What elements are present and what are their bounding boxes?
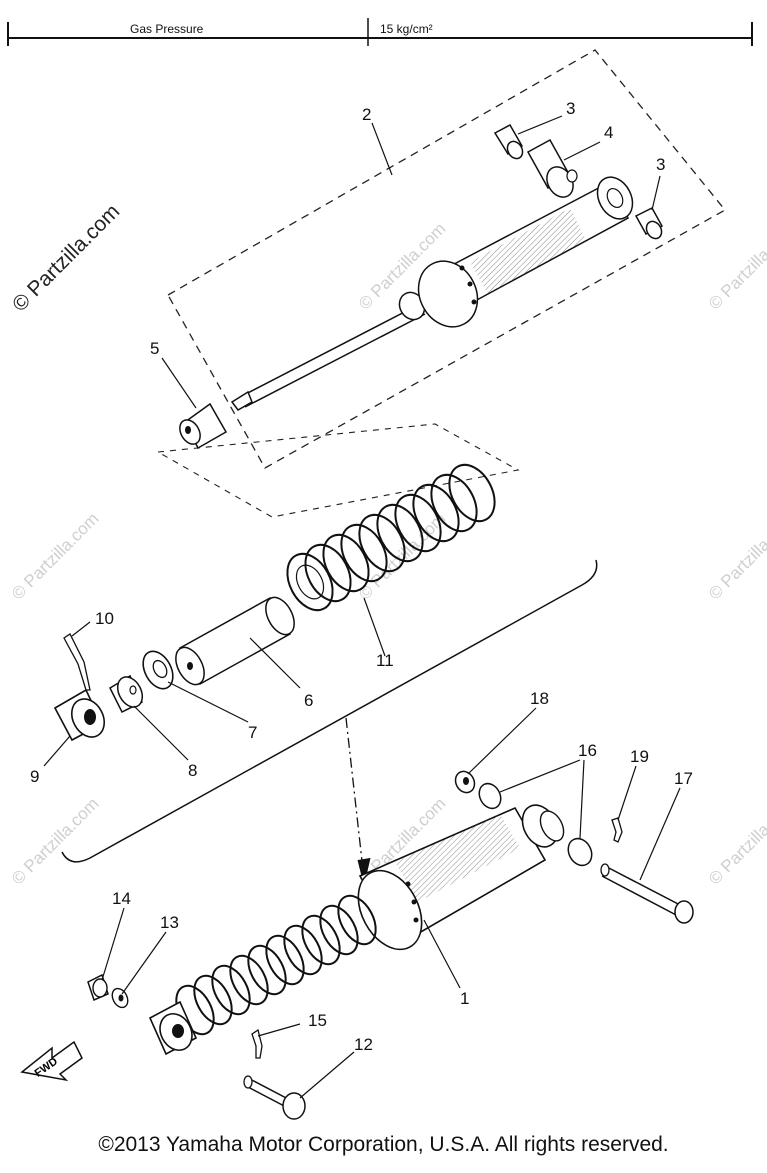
callout-10: 10 — [95, 609, 114, 628]
spec-table-lines — [7, 18, 753, 46]
callout-7: 7 — [248, 723, 257, 742]
washer-7 — [142, 650, 174, 690]
callout-2: 2 — [362, 105, 371, 124]
washer-13 — [111, 987, 129, 1009]
callout-9: 9 — [30, 767, 39, 786]
callout-19: 19 — [630, 747, 649, 766]
callout-18: 18 — [530, 689, 549, 708]
cotter-pin-10 — [63, 633, 91, 691]
spec-value: 15 kg/cm² — [380, 22, 433, 36]
callout-13: 13 — [160, 913, 179, 932]
spec-table: Gas Pressure 15 kg/cm² — [0, 0, 767, 48]
adjuster-9 — [53, 688, 106, 742]
spring-zone-boundary — [156, 423, 520, 518]
callout-17: 17 — [674, 769, 693, 788]
spring-guide-6 — [175, 596, 295, 686]
cotter-pin-15 — [251, 1028, 263, 1059]
callout-1: 1 — [460, 989, 469, 1008]
spec-label: Gas Pressure — [130, 22, 204, 36]
callout-16: 16 — [578, 741, 597, 760]
collar-4 — [526, 138, 578, 198]
assembly-direction-line — [345, 717, 364, 871]
rear-shock-absorber-1 — [148, 804, 565, 1056]
callout-5: 5 — [150, 339, 159, 358]
callout-8: 8 — [188, 761, 197, 780]
bushing-16-left — [478, 782, 502, 810]
bushing-3-right — [634, 207, 664, 240]
leader-lines — [43, 115, 681, 1099]
callout-3: 3 — [566, 99, 575, 118]
callout-15: 15 — [308, 1011, 327, 1030]
washer-18 — [454, 770, 476, 794]
bushing-16-right — [567, 837, 593, 867]
callout-14: 14 — [112, 889, 131, 908]
callout-6: 6 — [304, 691, 313, 710]
assembly-2-boundary — [167, 49, 726, 469]
callout-3: 3 — [656, 155, 665, 174]
callout-11: 11 — [376, 651, 394, 670]
fwd-arrow-icon: FWD — [20, 1040, 83, 1082]
exploded-parts-diagram: FWD 2 3 4 3 5 10 11 6 7 8 9 18 16 19 17 … — [20, 49, 726, 1120]
callout-4: 4 — [604, 123, 613, 142]
nut-14 — [87, 973, 109, 1002]
damper-unit — [230, 176, 634, 411]
pin-17 — [600, 863, 694, 924]
pin-12 — [243, 1075, 306, 1120]
cotter-pin-19 — [611, 817, 623, 843]
group-bracket — [61, 559, 598, 863]
rubber-stopper-5 — [179, 402, 228, 450]
bushing-8 — [109, 674, 144, 714]
copyright-footer: ©2013 Yamaha Motor Corporation, U.S.A. A… — [98, 1133, 669, 1156]
callout-12: 12 — [354, 1035, 373, 1054]
bushing-3-top — [493, 123, 524, 160]
spring-11 — [286, 463, 496, 612]
